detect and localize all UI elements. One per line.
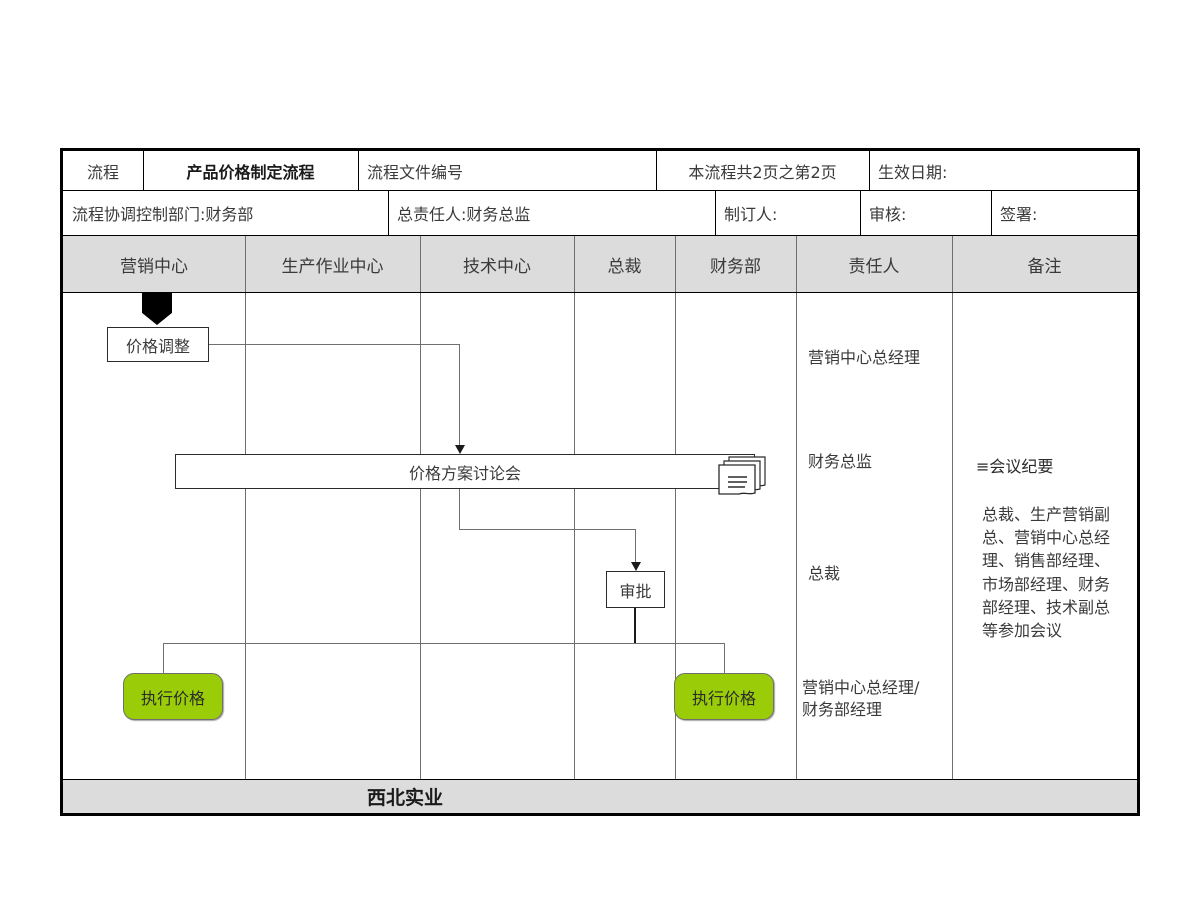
colhead-divider-3 [574,236,575,292]
column-header-production: 生产作业中心 [281,256,384,277]
node-price-adjust[interactable]: 价格调整 [107,327,209,362]
lane-divider-technology-president [574,293,575,779]
lane-divider-production-technology [420,293,421,779]
lane-divider-marketing-production [245,293,246,779]
arrowhead-into-approval [631,562,641,571]
connector-bus-right-drop [724,643,725,680]
connector-approval-down [634,608,636,644]
offpage-connector-pentagon-icon [142,293,172,325]
column-header-technology: 技术中心 [463,256,531,277]
arrowhead-into-meeting [455,445,465,454]
rule-below-colheaders [63,292,1137,293]
connector-meeting-to-approval-v2 [635,529,636,565]
effective-date-value[interactable] [983,151,1133,190]
label-effective-date: 生效日期: [878,162,948,182]
label-signature: 签署: [1000,205,1038,224]
chief-responsible: 总责任人:财务总监 [397,205,531,224]
divider-r1-b [358,151,359,190]
divider-r2-d [991,191,992,235]
process-name: 产品价格制定流程 [186,162,315,182]
connector-price-adjust-to-meeting-h [209,344,459,345]
page-info: 本流程共2页之第2页 [688,162,837,182]
colhead-divider-4 [675,236,676,292]
divider-r2-c [860,191,861,235]
label-doc-number: 流程文件编号 [367,162,464,182]
connector-meeting-to-approval-h [459,529,635,530]
connector-bus-left [163,643,636,644]
colhead-divider-6 [952,236,953,292]
label-process: 流程 [86,162,119,182]
column-header-marketing: 营销中心 [120,256,188,277]
lane-divider-finance-responsible [796,293,797,779]
divider-r1-a [143,151,144,190]
column-header-remarks: 备注 [1027,256,1062,277]
node-execute-price-left[interactable]: 执行价格 [123,673,223,720]
colhead-divider-2 [420,236,421,292]
responsible-row-1: 营销中心总经理 [808,348,921,367]
rule-above-footer [63,779,1137,780]
reviewer-value[interactable] [923,191,991,235]
divider-r1-c [656,151,657,190]
lane-divider-responsible-remarks [952,293,953,779]
process-flow-sheet: 流程 产品价格制定流程 流程文件编号 本流程共2页之第2页 生效日期: 流程协调… [60,148,1140,816]
footer-company-name: 西北实业 [366,787,443,809]
column-header-band [63,236,1137,292]
document-stack-icon [711,451,773,501]
connector-bus-right [634,643,724,644]
rule-below-row1 [63,190,1137,191]
label-drafter: 制订人: [724,205,778,224]
footer-band [63,780,1137,813]
responsible-row-4: 营销中心总经理/ 财务部经理 [802,678,920,719]
connector-meeting-to-approval-v1 [459,489,460,529]
rule-below-row2 [63,235,1137,236]
column-header-responsible: 责任人 [848,256,900,277]
doc-number-value[interactable] [518,151,653,190]
label-reviewer: 审核: [869,205,907,224]
connector-price-adjust-to-meeting-v [459,344,460,447]
signature-value[interactable] [1058,191,1137,235]
node-execute-price-right[interactable]: 执行价格 [674,673,774,720]
remarks-participants: 总裁、生产营销副总、营销中心总经理、销售部经理、市场部经理、财务部经理、技术副总… [982,505,1111,640]
lane-divider-president-finance [675,293,676,779]
column-header-finance: 财务部 [710,256,761,277]
responsible-row-3: 总裁 [808,564,841,583]
colhead-divider-5 [796,236,797,292]
remarks-minutes-label: ≡会议纪要 [976,457,1054,476]
divider-r2-a [388,191,389,235]
column-header-president: 总裁 [607,256,642,277]
divider-r2-b [715,191,716,235]
responsible-row-2: 财务总监 [808,452,873,471]
divider-r1-d [869,151,870,190]
coordinating-dept: 流程协调控制部门:财务部 [72,205,254,224]
node-price-plan-meeting[interactable]: 价格方案讨论会 [175,454,755,489]
node-approval[interactable]: 审批 [606,571,665,608]
colhead-divider-1 [245,236,246,292]
drafter-value[interactable] [783,191,859,235]
connector-bus-left-drop [163,643,164,680]
